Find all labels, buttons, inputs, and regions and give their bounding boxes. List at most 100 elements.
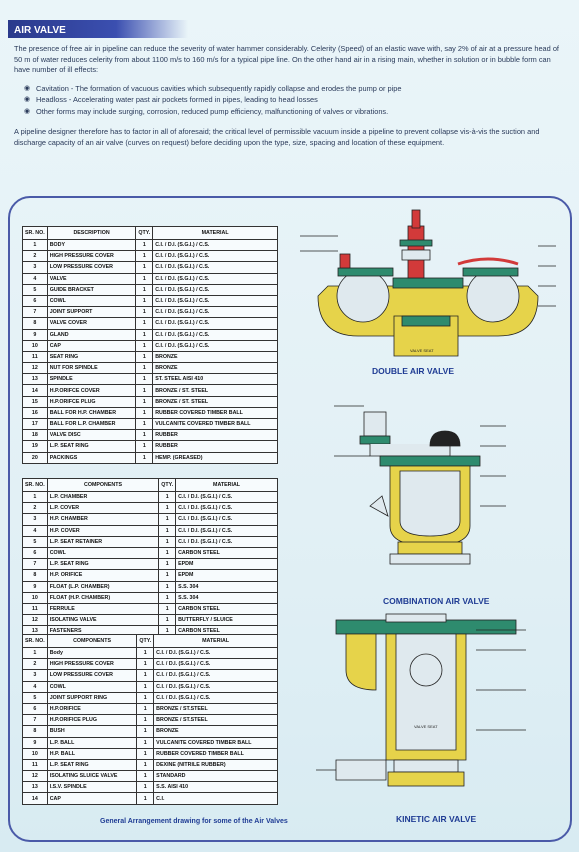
bullet-item: Headloss - Accelerating water past air p… bbox=[24, 95, 562, 106]
sr-no-cell: 4 bbox=[22, 272, 48, 285]
sr-no-cell: 12 bbox=[22, 362, 48, 375]
sr-no-cell: 11 bbox=[22, 758, 48, 772]
material-cell: VULCANITE COVERED TIMBER BALL bbox=[152, 417, 278, 431]
ill-effects-list: Cavitation - The formation of vacuous ca… bbox=[24, 84, 562, 118]
sr-no-cell: 5 bbox=[22, 283, 48, 296]
material-cell: C.I. / D.I. (S.G.I.) / C.S. bbox=[152, 339, 278, 352]
material-cell: S.S. 304 bbox=[175, 580, 278, 593]
material-cell: CARBON STEEL bbox=[175, 546, 278, 560]
qty-cell: 1 bbox=[135, 339, 154, 352]
description-cell: L.P. CHAMBER bbox=[46, 490, 160, 504]
qty-cell: 1 bbox=[136, 680, 155, 693]
material-cell: RUBBER COVERED TIMBER BALL bbox=[152, 406, 278, 420]
table-header-row: SR. NO. DESCRIPTION QTY. MATERIAL bbox=[22, 226, 278, 240]
material-cell: C.I. / D.I. (S.G.I.) / C.S. bbox=[175, 513, 278, 526]
sr-no-cell: 16 bbox=[22, 406, 48, 420]
sr-no-cell: 8 bbox=[22, 569, 48, 582]
qty-cell: 1 bbox=[136, 646, 155, 660]
description-cell: CAP bbox=[46, 339, 137, 352]
qty-cell: 1 bbox=[136, 658, 155, 671]
qty-cell: 1 bbox=[135, 261, 154, 274]
table-header-row: SR. NO. COMPONENTS QTY. MATERIAL bbox=[22, 478, 278, 492]
sr-no-cell: 10 bbox=[22, 747, 48, 760]
qty-cell: 1 bbox=[135, 440, 154, 453]
description-cell: L.P. COVER bbox=[46, 502, 160, 515]
column-header: SR. NO. bbox=[22, 478, 48, 492]
sr-no-cell: 7 bbox=[22, 714, 48, 727]
qty-cell: 1 bbox=[136, 725, 155, 738]
bullet-item: Cavitation - The formation of vacuous ca… bbox=[24, 84, 562, 95]
qty-cell: 1 bbox=[135, 395, 154, 408]
sr-no-cell: 3 bbox=[22, 669, 48, 682]
sr-no-cell: 19 bbox=[22, 440, 48, 453]
material-cell: DEXINE (NITRILE RUBBER) bbox=[153, 758, 278, 772]
sr-no-cell: 7 bbox=[22, 306, 48, 319]
description-cell: H.P.ORIFCE COVER bbox=[46, 384, 137, 397]
valve-seat-label: VALVE SEAT bbox=[410, 348, 434, 353]
material-cell: C.I. / D.I. (S.G.I.) / C.S. bbox=[175, 490, 278, 504]
description-cell: GUIDE BRACKET bbox=[46, 283, 137, 296]
description-cell: SEAT RING bbox=[46, 350, 137, 364]
material-cell: C.I. / D.I. (S.G.I.) / C.S. bbox=[152, 328, 278, 341]
sr-no-cell: 14 bbox=[22, 384, 48, 397]
sr-no-cell: 9 bbox=[22, 736, 48, 749]
material-cell: EPDM bbox=[175, 569, 278, 582]
material-cell: BRONZE bbox=[152, 362, 278, 375]
qty-cell: 1 bbox=[135, 406, 154, 420]
column-header: QTY. bbox=[136, 634, 155, 648]
material-cell: C.I. / D.I. (S.G.I.) / C.S. bbox=[152, 306, 278, 319]
section-title: AIR VALVE bbox=[14, 25, 66, 36]
qty-cell: 1 bbox=[136, 702, 155, 716]
sr-no-cell: 15 bbox=[22, 395, 48, 408]
description-cell: H.P. CHAMBER bbox=[46, 513, 160, 526]
footer-caption: General Arrangement drawing for some of … bbox=[100, 818, 288, 825]
sr-no-cell: 12 bbox=[22, 770, 48, 783]
material-cell: C.I. / D.I. (S.G.I.) / C.S. bbox=[152, 250, 278, 263]
material-cell: STANDARD bbox=[153, 770, 278, 783]
description-cell: BALL FOR H.P. CHAMBER bbox=[46, 406, 137, 420]
material-cell: HEMP. (GREASED) bbox=[152, 451, 278, 464]
qty-cell: 1 bbox=[135, 250, 154, 263]
description-cell: BALL FOR L.P. CHAMBER bbox=[46, 417, 137, 431]
sr-no-cell: 20 bbox=[22, 451, 48, 464]
sr-no-cell: 6 bbox=[22, 702, 48, 716]
description-cell: VALVE DISC bbox=[46, 429, 137, 442]
sr-no-cell: 7 bbox=[22, 558, 48, 571]
material-cell: C.I. / D.I. (S.G.I.) / C.S. bbox=[152, 317, 278, 330]
description-cell: I.S.V. SPINDLE bbox=[46, 781, 138, 794]
sr-no-cell: 13 bbox=[22, 373, 48, 386]
material-cell: C.I. / D.I. (S.G.I.) / C.S. bbox=[152, 283, 278, 296]
material-cell: C.I. / D.I. (S.G.I.) / C.S. bbox=[175, 524, 278, 537]
sr-no-cell: 5 bbox=[22, 535, 48, 548]
section-title-band: AIR VALVE bbox=[8, 20, 188, 38]
description-cell: HIGH PRESSURE COVER bbox=[46, 250, 137, 263]
description-cell: COWL bbox=[46, 680, 138, 693]
table-header-row: SR. NO. COMPONENTS QTY. MATERIAL bbox=[22, 634, 278, 648]
material-cell: BRONZE / ST. STEEL bbox=[152, 395, 278, 408]
intro-paragraph-1: The presence of free air in pipeline can… bbox=[14, 44, 559, 74]
description-cell: H.P.ORIFICE PLUG bbox=[46, 714, 138, 727]
sr-no-cell: 6 bbox=[22, 546, 48, 560]
combination-air-valve-drawing bbox=[334, 405, 506, 565]
description-cell: L.P. SEAT RETAINER bbox=[46, 535, 160, 548]
description-cell: L.P. SEAT RING bbox=[46, 440, 137, 453]
sr-no-cell: 1 bbox=[22, 238, 48, 252]
sr-no-cell: 9 bbox=[22, 328, 48, 341]
qty-cell: 1 bbox=[135, 272, 154, 285]
intro-text: The presence of free air in pipeline can… bbox=[14, 44, 562, 156]
qty-cell: 1 bbox=[158, 580, 177, 593]
